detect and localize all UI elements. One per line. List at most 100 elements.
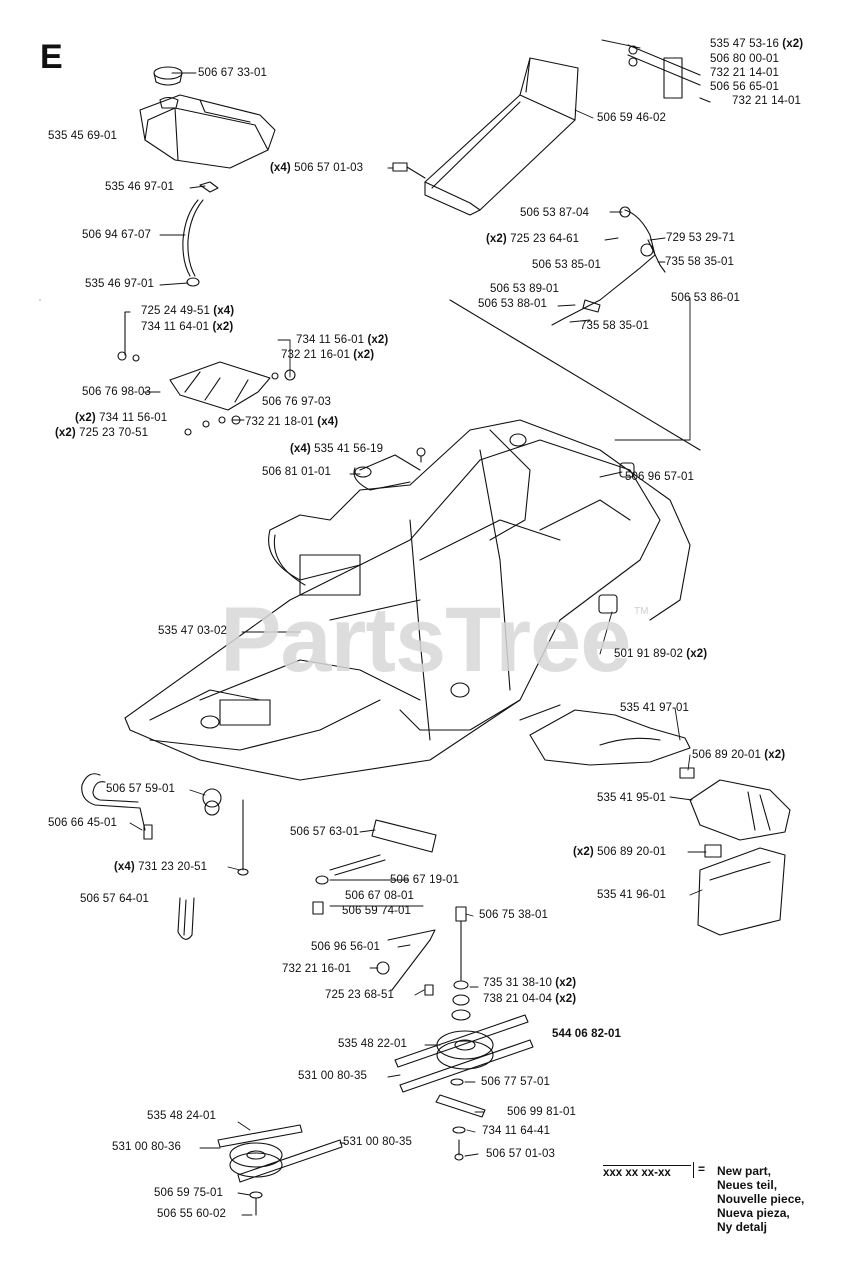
part-label: 506 57 01-03: [486, 1148, 555, 1161]
part-label: (x2) 734 11 56-01: [75, 412, 167, 425]
part-number: 535 45 69-01: [48, 130, 117, 142]
part-number: 734 11 56-01: [99, 412, 168, 424]
part-label: 734 11 64-41: [482, 1125, 550, 1138]
part-number: 506 56 65-01: [710, 81, 779, 93]
part-number: 506 80 00-01: [710, 53, 779, 65]
part-number: 535 48 22-01: [338, 1038, 407, 1050]
quantity-marker: (x2): [55, 427, 76, 439]
part-number: 506 57 59-01: [106, 783, 175, 795]
part-label: 531 00 80-35: [343, 1136, 412, 1149]
quantity-marker: (x4): [270, 162, 291, 174]
part-number: 732 21 14-01: [732, 95, 801, 107]
part-number: 506 57 01-03: [294, 162, 364, 174]
quantity-marker: (x2): [555, 993, 577, 1005]
part-label: 506 80 00-01: [710, 53, 779, 66]
part-number: 506 53 87-04: [520, 207, 589, 219]
part-number: 506 57 63-01: [290, 826, 359, 838]
part-label: 506 67 33-01: [198, 67, 267, 80]
part-label: 535 46 97-01: [85, 278, 154, 291]
part-label: 506 59 74-01: [342, 905, 411, 918]
part-label: 732 21 18-01 (x4): [245, 416, 338, 429]
part-label: 732 21 16-01 (x2): [281, 349, 374, 362]
part-number: 735 31 38-10: [483, 977, 552, 989]
part-number: 732 21 16-01: [281, 349, 350, 361]
part-number: 735 58 35-01: [665, 256, 734, 268]
legend-items: New part,Neues teil,Nouvelle piece,Nueva…: [717, 1164, 804, 1234]
quantity-marker: (x2): [353, 349, 375, 361]
hood-panel-drawing: [529, 709, 791, 936]
part-label: 535 41 97-01: [620, 702, 689, 715]
part-number: 725 23 64-61: [510, 233, 580, 245]
part-label: 732 21 16-01: [282, 963, 351, 976]
watermark-text: PartsTree: [220, 589, 631, 691]
part-label: 725 23 68-51: [325, 989, 394, 1002]
part-number: 506 66 45-01: [48, 817, 117, 829]
bracket-plate-drawing: [117, 311, 296, 436]
part-number: 531 00 80-35: [343, 1136, 412, 1148]
quantity-marker: (x2): [367, 334, 389, 346]
part-number: 535 46 97-01: [85, 278, 154, 290]
pulley-assembly-drawing: [217, 980, 534, 1216]
part-number: 535 46 97-01: [105, 181, 174, 193]
part-label: 506 94 67-07: [82, 229, 151, 242]
part-label: 506 81 01-01: [262, 466, 331, 479]
part-label: 506 57 59-01: [106, 783, 175, 796]
quantity-marker: (x2): [212, 321, 234, 333]
legend-code: xxx xx xx-xx: [603, 1165, 691, 1179]
part-label: 732 21 14-01: [732, 95, 801, 108]
quantity-marker: (x2): [764, 749, 786, 761]
part-number: 732 21 14-01: [710, 67, 779, 79]
part-number: 501 91 89-02: [614, 648, 683, 660]
part-number: 535 48 24-01: [147, 1110, 216, 1122]
part-number: 735 58 35-01: [580, 320, 649, 332]
part-number: 506 67 33-01: [198, 67, 267, 79]
part-number: 506 57 01-03: [486, 1148, 555, 1160]
legend-item: Nouvelle piece,: [717, 1192, 805, 1206]
part-number: 725 23 68-51: [325, 989, 394, 1001]
quantity-marker: (x2): [782, 38, 804, 50]
part-label: (x4) 535 41 56-19: [290, 443, 383, 456]
part-number: 725 23 70-51: [79, 427, 149, 439]
chassis-frame-drawing: [124, 419, 691, 781]
part-number: 544 06 82-01: [552, 1028, 621, 1040]
part-label: 725 24 49-51 (x4): [141, 305, 234, 318]
part-label: 506 66 45-01: [48, 817, 117, 830]
quantity-marker: (x4): [317, 416, 339, 428]
part-number: 535 41 96-01: [597, 889, 666, 901]
part-number: 506 59 74-01: [342, 905, 411, 917]
leader-lines: [39, 39, 707, 1216]
part-number: 506 76 98-03: [82, 386, 151, 398]
part-label: 506 99 81-01: [507, 1106, 576, 1119]
part-number: 731 23 20-51: [138, 861, 208, 873]
section-letter: E: [40, 38, 63, 76]
part-label: 729 53 29-71: [666, 232, 735, 245]
part-label: 732 21 14-01: [710, 67, 779, 80]
quantity-marker: (x2): [486, 233, 507, 245]
linkage-drawing: [449, 206, 701, 451]
part-number: 734 11 64-41: [482, 1125, 551, 1137]
part-label: 531 00 80-36: [112, 1141, 181, 1154]
part-number: 506 75 38-01: [479, 909, 548, 921]
part-label: 535 41 95-01: [597, 792, 666, 805]
part-number: 535 41 95-01: [597, 792, 666, 804]
part-number: 738 21 04-04: [483, 993, 552, 1005]
part-number: 732 21 18-01: [245, 416, 314, 428]
quantity-marker: (x4): [213, 305, 235, 317]
part-number: 734 11 64-01: [141, 321, 210, 333]
watermark-trademark: TM: [634, 606, 649, 617]
part-label: 506 53 86-01: [671, 292, 740, 305]
part-number: 506 89 20-01: [597, 846, 667, 858]
part-label: 506 89 20-01 (x2): [692, 749, 785, 762]
part-label: 506 53 88-01: [478, 298, 547, 311]
part-label: 506 77 57-01: [481, 1076, 550, 1089]
legend-equals: =: [693, 1162, 705, 1178]
part-number: 506 53 85-01: [532, 259, 601, 271]
part-number: 506 57 64-01: [80, 893, 149, 905]
part-label: 535 48 22-01: [338, 1038, 407, 1051]
part-label: 506 67 08-01: [345, 890, 414, 903]
part-label: 506 59 46-02: [597, 112, 666, 125]
part-label: 535 48 24-01: [147, 1110, 216, 1123]
quantity-marker: (x4): [290, 443, 311, 455]
part-number: 506 53 88-01: [478, 298, 547, 310]
